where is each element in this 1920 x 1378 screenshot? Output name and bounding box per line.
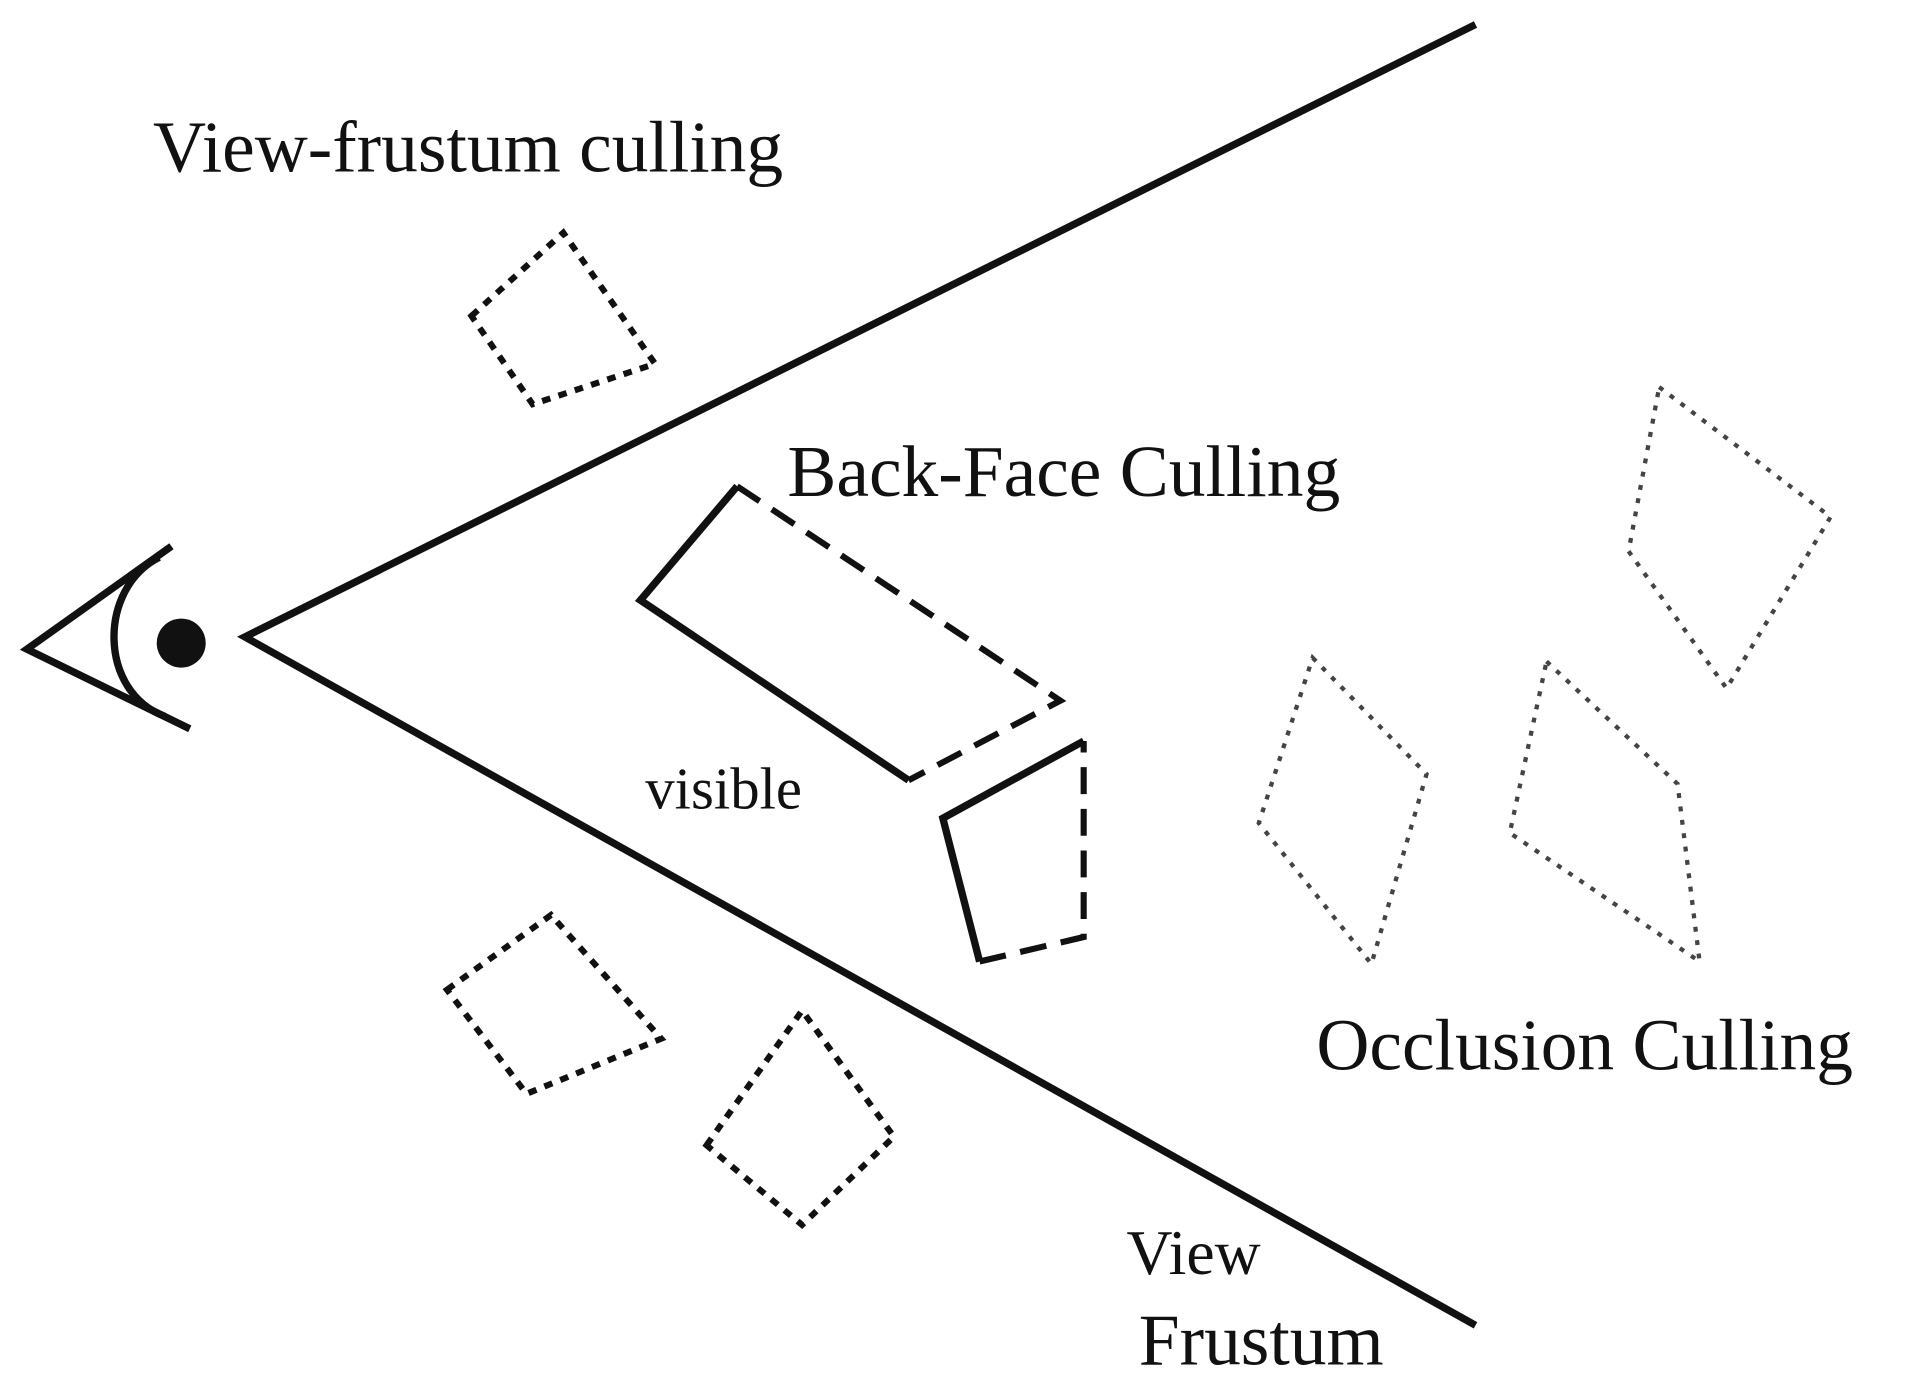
label-view: View	[1127, 1217, 1261, 1288]
culled-object-bottom	[702, 1005, 898, 1229]
view-frustum-lines	[237, 21, 1478, 1329]
culled-object-bottom-left	[442, 910, 667, 1098]
label-view-frustum-culling: View-frustum culling	[153, 106, 783, 187]
culled-object-top	[467, 228, 660, 408]
occluded-object-2	[1507, 657, 1703, 966]
label-back-face-culling: Back-Face Culling	[787, 431, 1340, 512]
label-frustum: Frustum	[1139, 1300, 1384, 1378]
occluded-object-1	[1256, 653, 1429, 969]
label-visible: visible	[645, 756, 802, 821]
occluded-object-3	[1626, 383, 1834, 693]
back-face-object-1	[634, 483, 1067, 784]
label-occlusion-culling: Occlusion Culling	[1316, 1004, 1853, 1085]
back-face-object-2	[938, 737, 1087, 965]
eye-icon	[19, 543, 206, 733]
